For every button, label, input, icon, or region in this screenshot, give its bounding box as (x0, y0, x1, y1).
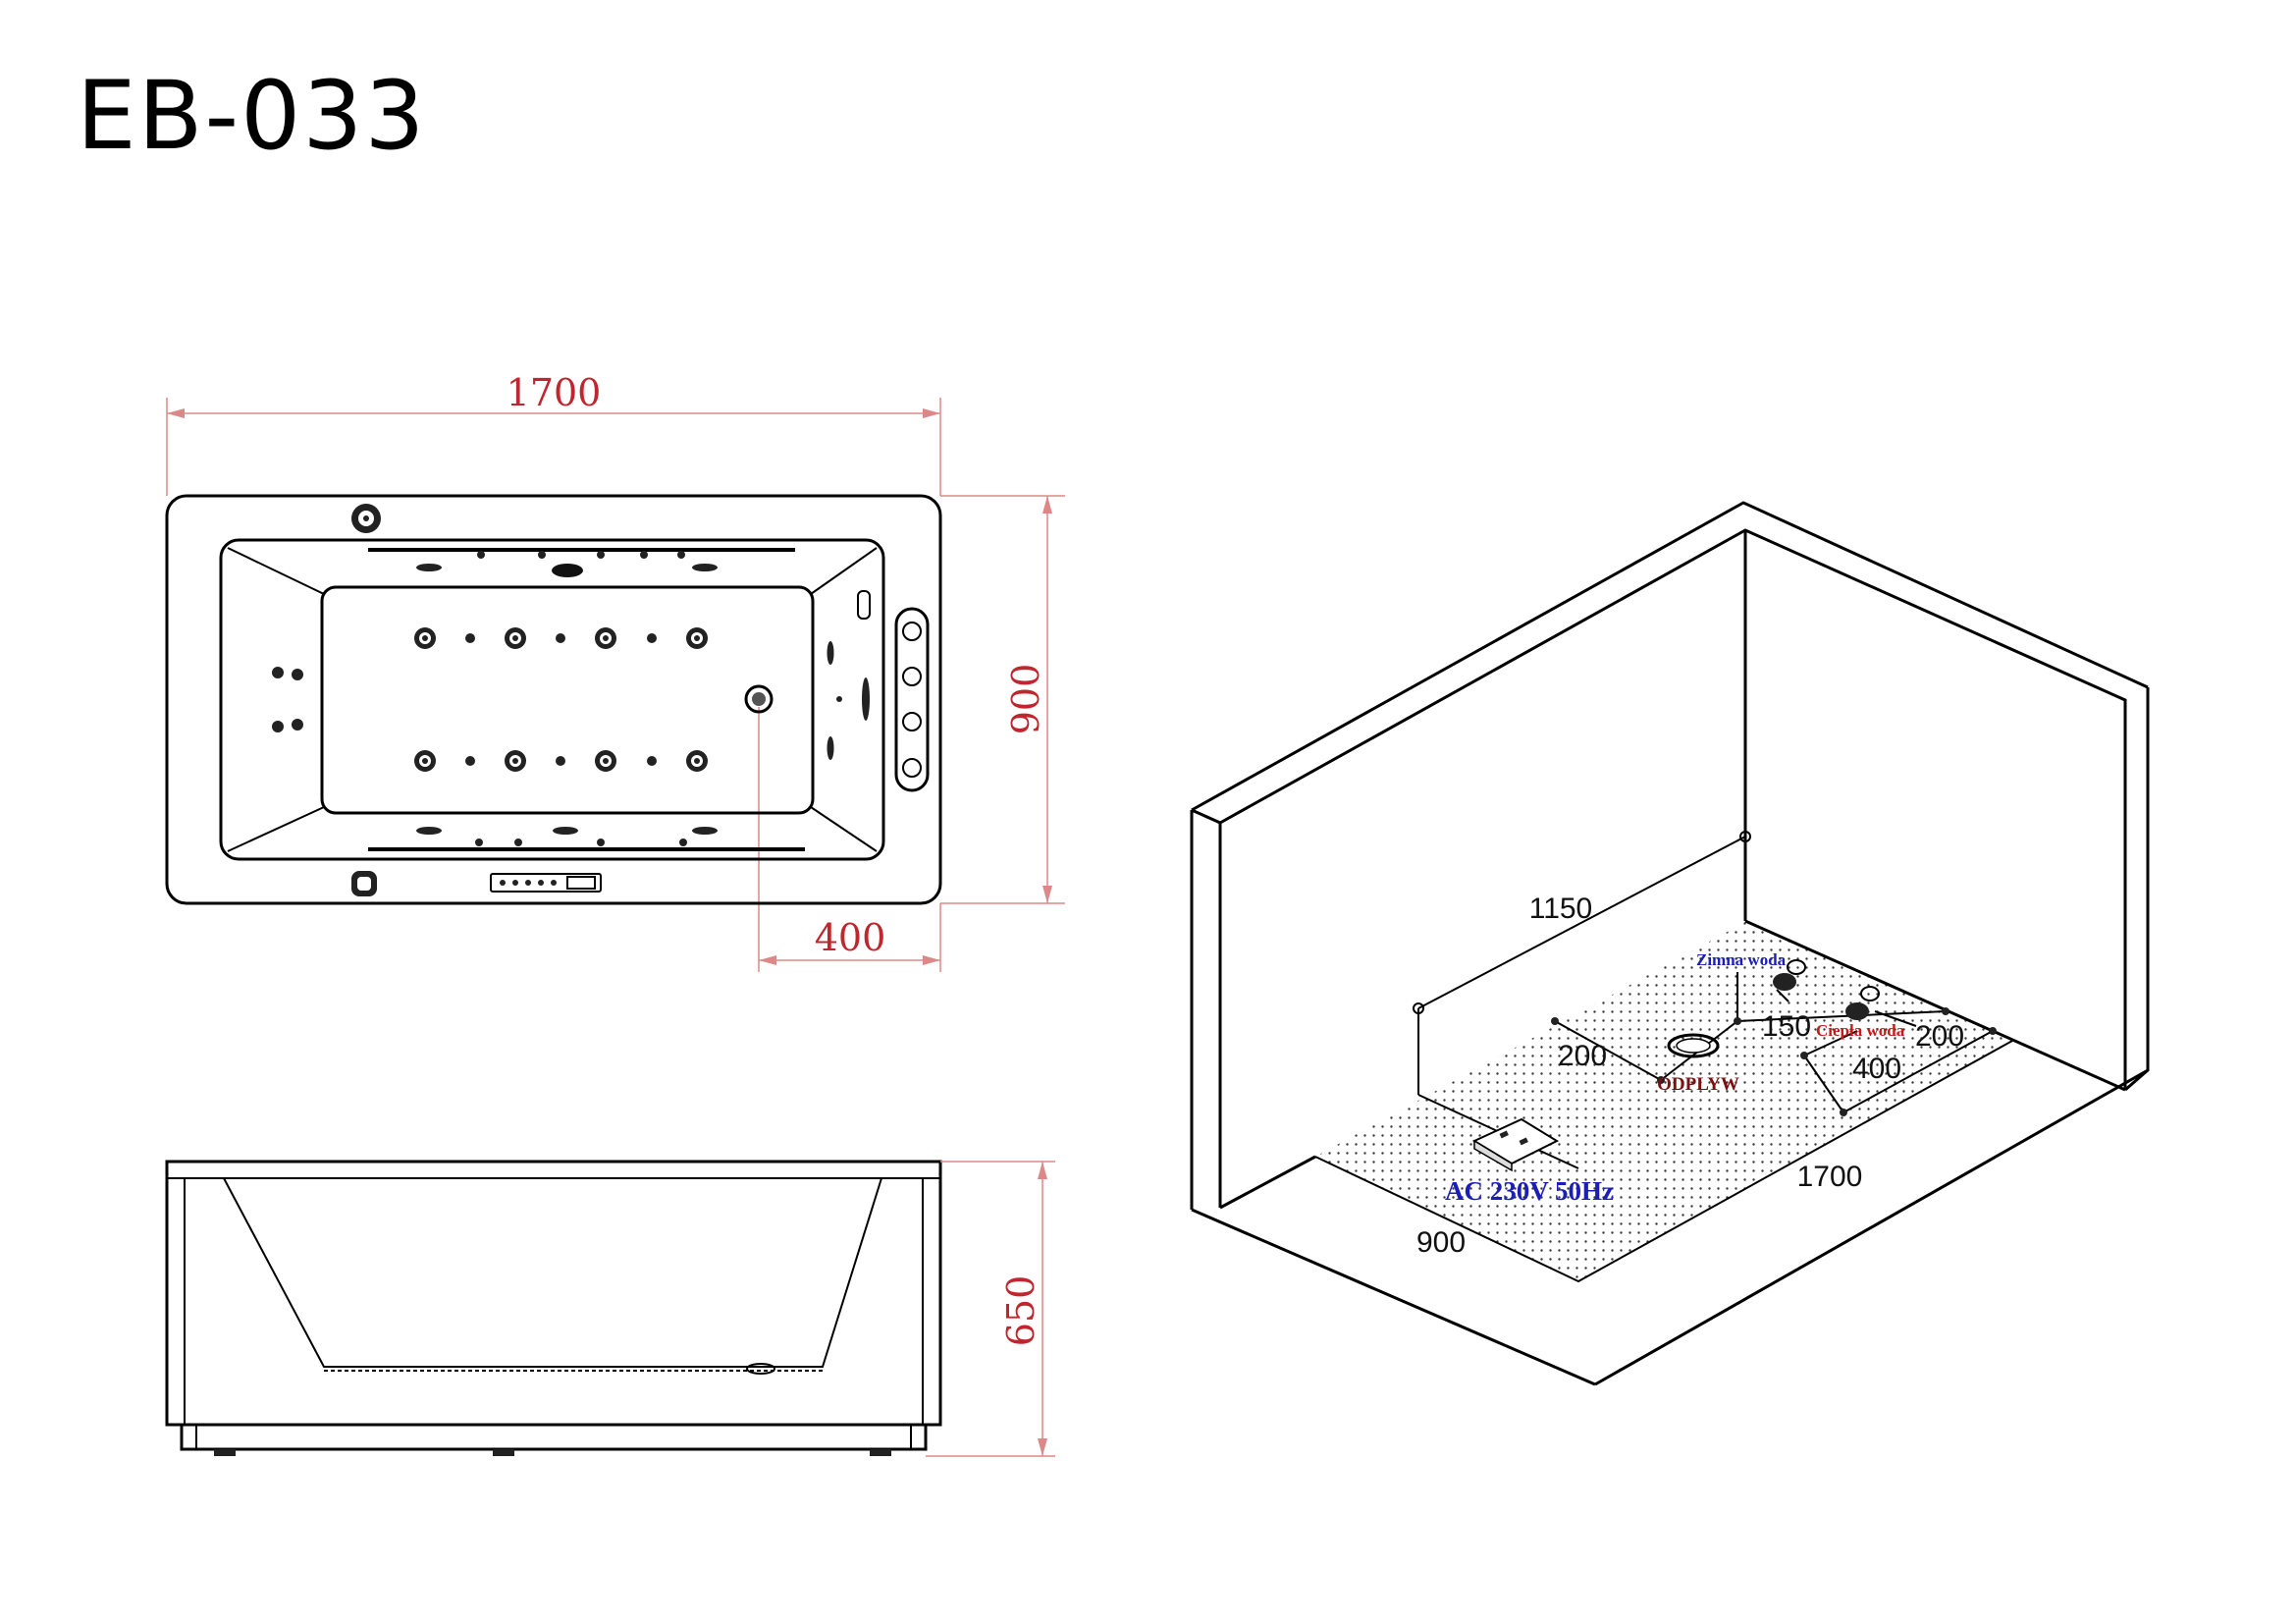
tub-inner-rim (219, 538, 885, 861)
dim-1150-label: 1150 (1529, 893, 1593, 925)
hot-water-label: Ciepła woda (1816, 1021, 1905, 1040)
rim-knob-icon (351, 871, 377, 896)
side-control-buttons (894, 607, 930, 792)
power-label: AC 230V 50Hz (1445, 1176, 1614, 1206)
dim-200-right-label: 200 (1915, 1020, 1964, 1053)
room-walls (1190, 501, 2150, 1386)
foot-icon (493, 1449, 514, 1456)
foot-icon (870, 1449, 891, 1456)
installation-view: 1150 200 150 200 400 1700 900 Zimna woda (1190, 501, 2150, 1386)
height-dimension: 650 (926, 1161, 1055, 1457)
left-wall-jets (272, 667, 303, 732)
depth-label: 900 (1004, 664, 1047, 735)
width-dimension: 1700 (166, 371, 941, 496)
keypad-icon (490, 873, 602, 893)
power-socket-icon (1471, 1117, 1560, 1172)
offset-dimension: 400 (758, 707, 941, 972)
tub-side-panel (165, 1160, 942, 1427)
cold-water-valve-icon (1773, 959, 1806, 1002)
tub-floor (320, 585, 815, 815)
dim-1700-label: 1700 (1797, 1161, 1863, 1193)
dimension-1150: 1150 (1413, 831, 1751, 1095)
tub-base (180, 1423, 928, 1451)
drain-icon (744, 684, 774, 714)
depth-dimension: 900 (940, 495, 1065, 904)
drain-outlet-icon (1667, 1033, 1720, 1058)
dim-150-label: 150 (1762, 1010, 1811, 1043)
dim-200-left-label: 200 (1558, 1040, 1607, 1072)
cold-water-label: Zimna woda (1696, 950, 1787, 969)
dim-400-label: 400 (1852, 1053, 1901, 1085)
hot-water-valve-icon (1845, 986, 1917, 1027)
right-wall-jets (827, 590, 871, 760)
dim-900-label: 900 (1416, 1226, 1466, 1259)
side-view: 650 (165, 1160, 1055, 1457)
foot-icon (214, 1449, 236, 1456)
top-view: 1700 900 400 (165, 371, 1065, 972)
offset-label: 400 (815, 916, 886, 959)
installation-floor-area (1315, 921, 2012, 1281)
height-label: 650 (999, 1275, 1042, 1347)
floor-jets (414, 627, 708, 772)
tub-outer-rim (165, 494, 942, 905)
width-label: 1700 (507, 371, 602, 414)
drain-label: ODPLYW (1657, 1074, 1739, 1095)
overflow-icon (351, 504, 381, 533)
pillow-jet-icon (552, 564, 583, 577)
page-title: EB-033 (77, 61, 427, 171)
